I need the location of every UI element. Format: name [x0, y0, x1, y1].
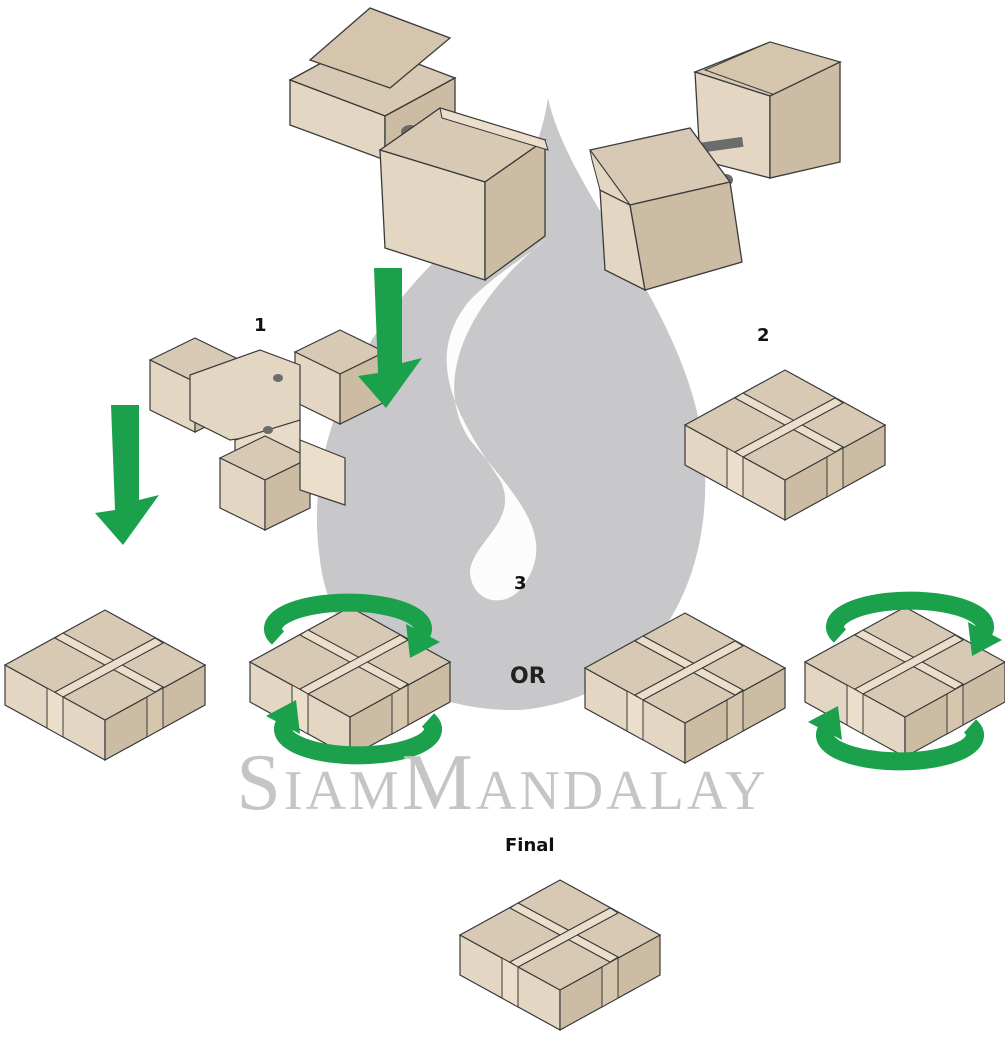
or-label: OR — [510, 664, 546, 689]
step-3-label: 3 — [514, 573, 527, 594]
final-label: Final — [505, 835, 555, 856]
watermark-text: SiamMandalay — [0, 738, 1005, 829]
step-2-label: 2 — [757, 325, 770, 346]
step2-assembled — [685, 370, 885, 520]
step-1-label: 1 — [254, 315, 267, 336]
puzzle-piece-top-right — [590, 42, 840, 290]
puzzle-piece-top-left — [290, 8, 548, 280]
final-assembled — [460, 880, 660, 1030]
